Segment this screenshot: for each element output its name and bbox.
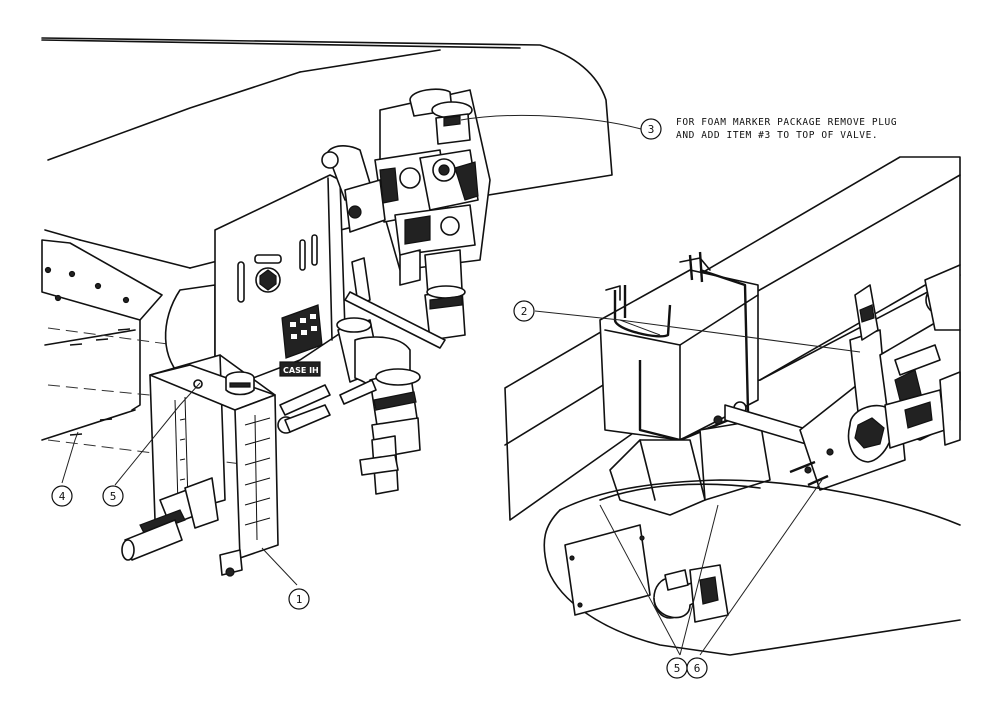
callout-4-label: 4 [59,490,66,503]
callout-6: 6 [686,657,708,679]
decal-text: CASE IH [283,366,319,375]
marker-tank [121,354,279,577]
left-mount-bracket [41,239,163,321]
case-decal [279,361,321,377]
callout-5-right-label: 5 [674,662,681,675]
callout-3: 3 [640,118,662,140]
callout-3-label: 3 [648,123,655,136]
callout-4: 4 [51,485,73,507]
lower-fender [559,479,961,526]
callout-leaders [61,114,861,656]
left-boom-outline [41,37,613,269]
elbow-assembly [277,317,421,495]
right-valve [847,264,961,463]
callout-5-right: 5 [666,657,688,679]
callout-5-left-label: 5 [110,490,117,503]
valve-cluster [321,88,491,349]
note-line-1: FOR FOAM MARKER PACKAGE REMOVE PLUG [676,117,897,128]
note-line-2: AND ADD ITEM #3 TO TOP OF VALVE. [676,130,878,141]
left-boom-assembly: CASE IH [41,37,613,577]
callout-6-label: 6 [694,662,701,675]
callout-1: 1 [288,588,310,610]
callout-5-left: 5 [102,485,124,507]
left-boom-edge [41,39,521,49]
callout-2: 2 [513,300,535,322]
callout-2-label: 2 [521,305,528,318]
callout-1-label: 1 [296,593,303,606]
right-boom-assembly [504,156,961,656]
